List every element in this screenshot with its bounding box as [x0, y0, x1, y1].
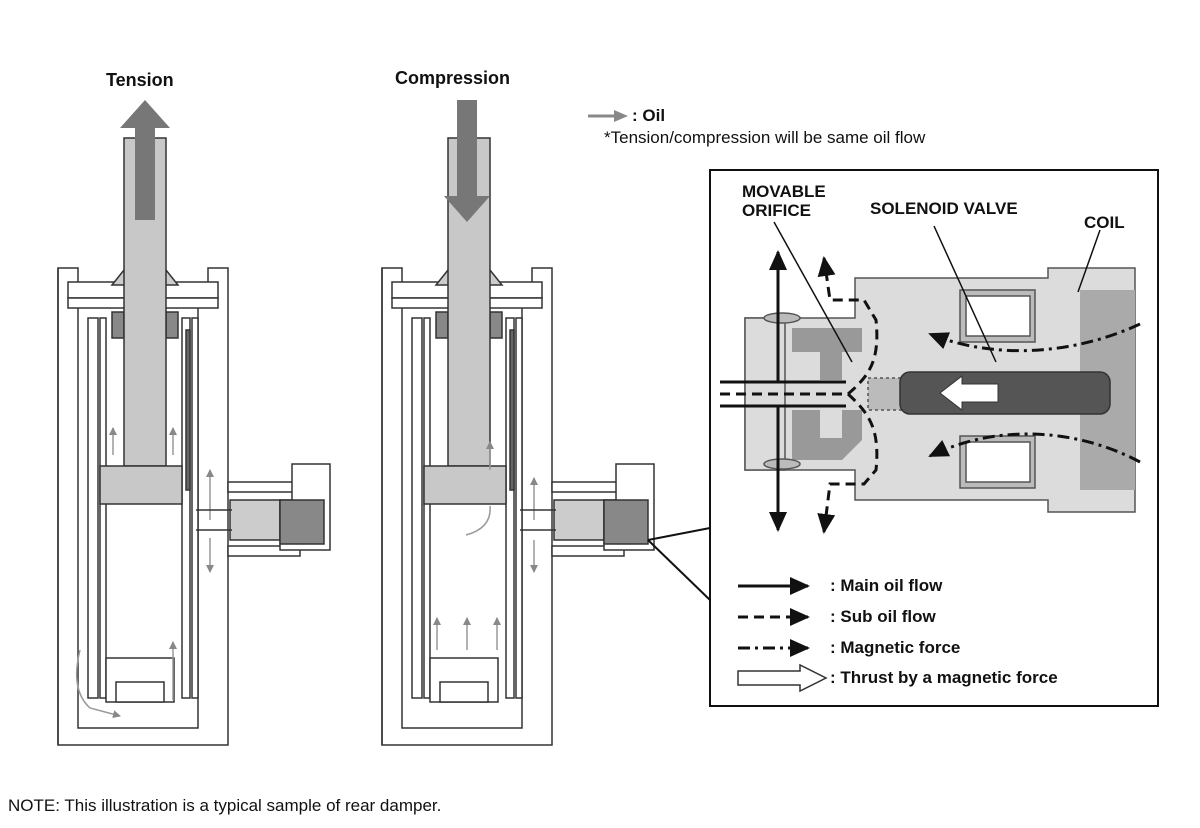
legend-samples	[737, 577, 828, 693]
tension-title: Tension	[106, 70, 174, 90]
valve-body	[744, 267, 1136, 513]
coil-label: COIL	[1084, 213, 1125, 232]
tension-flow-arrows	[75, 427, 214, 719]
compression-damper	[381, 137, 553, 746]
legend-sub-oil-flow: : Sub oil flow	[830, 607, 936, 626]
solenoid-valve-label: SOLENOID VALVE	[870, 199, 1018, 218]
legend-thrust: : Thrust by a magnetic force	[830, 668, 1058, 687]
movable-orifice-label: MOVABLE ORIFICE	[742, 182, 826, 220]
callout-lines	[647, 527, 711, 601]
leader-lines	[773, 221, 1101, 363]
compression-title: Compression	[395, 68, 511, 88]
compression-arrow	[444, 100, 490, 222]
oil-legend-arrow	[588, 110, 628, 122]
tension-solenoid-unit	[196, 463, 331, 557]
legend-main-oil-flow: : Main oil flow	[830, 576, 943, 595]
magnetic-force	[928, 322, 1141, 464]
tension-arrow	[120, 100, 170, 220]
note-text: NOTE: This illustration is a typical sam…	[8, 796, 442, 815]
compression-solenoid-unit	[520, 463, 655, 557]
oil-note: *Tension/compression will be same oil fl…	[604, 128, 926, 147]
sub-oil-flow	[720, 256, 879, 534]
main-oil-flow	[720, 250, 846, 532]
legend-magnetic-force: : Magnetic force	[830, 638, 961, 657]
thrust-arrow	[939, 374, 999, 412]
oil-legend-label: : Oil	[632, 106, 666, 125]
compression-flow-arrows	[433, 441, 538, 650]
tension-damper	[57, 137, 229, 746]
